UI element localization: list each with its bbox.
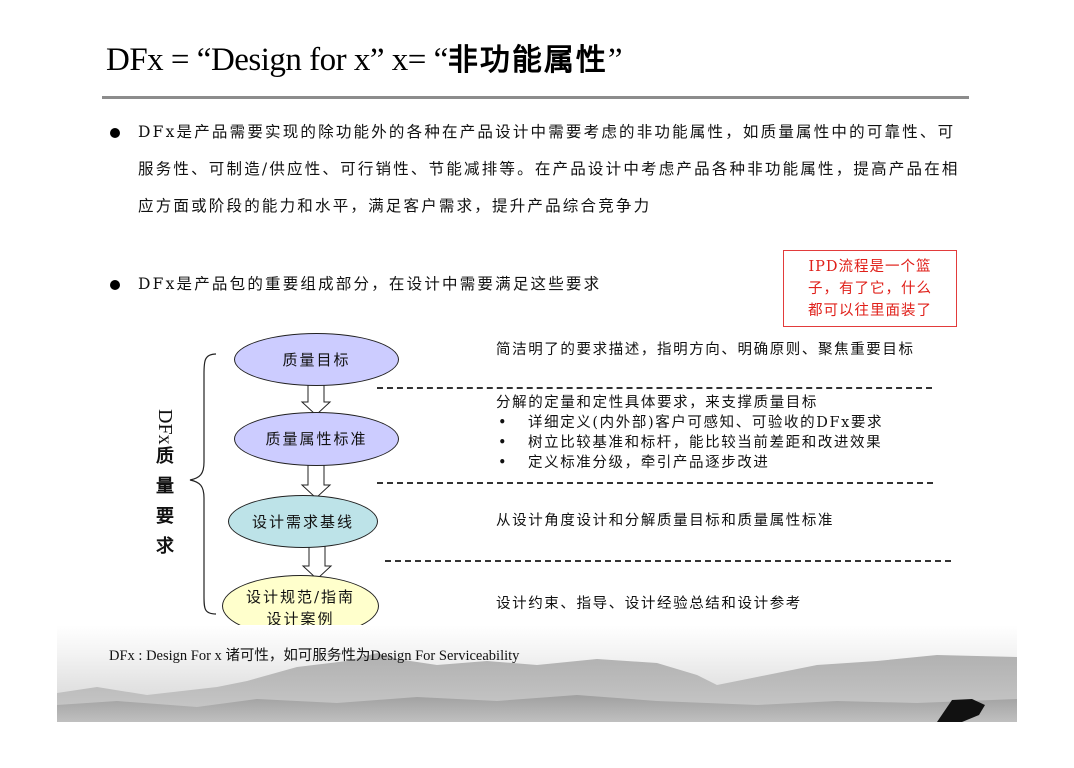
callout-note: IPD流程是一个篮 子，有了它，什么 都可以往里面装了 bbox=[783, 250, 957, 327]
description-list-item: 定义标准分级，牵引产品逐步改进 bbox=[496, 453, 946, 473]
description-design-baseline: 从设计角度设计和分解质量目标和质量属性标准 bbox=[496, 513, 835, 529]
description-text: 分解的定量和定性具体要求，来支撑质量目标 bbox=[496, 395, 818, 411]
node-quality-goal: 质量目标 bbox=[234, 333, 399, 386]
description-design-spec: 设计约束、指导、设计经验总结和设计参考 bbox=[496, 596, 802, 612]
footer-landscape-image bbox=[57, 625, 1017, 722]
dashed-divider bbox=[377, 482, 933, 484]
node-label: 质量目标 bbox=[282, 350, 351, 369]
node-label: 质量属性标准 bbox=[265, 430, 368, 448]
mountain-silhouette-icon bbox=[57, 653, 1017, 722]
node-label: 设计需求基线 bbox=[251, 512, 354, 531]
node-design-requirement-baseline: 设计需求基线 bbox=[228, 495, 378, 548]
side-label-char: 求 bbox=[156, 536, 174, 557]
side-label-char: 质 bbox=[156, 446, 174, 467]
dashed-divider bbox=[385, 560, 951, 562]
footer-note: DFx : Design For x 诸可性，如可服务性为Design For … bbox=[109, 648, 520, 664]
title-divider bbox=[102, 96, 969, 99]
title-suffix: ” bbox=[607, 42, 623, 78]
description-list: 详细定义(内外部)客户可感知、可验收的DFx要求 树立比较基准和标杆，能比较当前… bbox=[496, 413, 946, 473]
down-arrow-icon bbox=[300, 461, 332, 499]
side-label: DFx 质 量 要 求 bbox=[153, 400, 177, 562]
bullet-dot-icon bbox=[110, 280, 120, 290]
callout-line: 都可以往里面装了 bbox=[808, 303, 932, 319]
title-cn: 非功能属性 bbox=[447, 43, 608, 78]
description-list-item: 树立比较基准和标杆，能比较当前差距和改进效果 bbox=[496, 433, 946, 453]
slide-title: DFx = “Design for x” x= “非功能属性” bbox=[106, 38, 622, 83]
node-quality-attribute-standard: 质量属性标准 bbox=[234, 412, 399, 466]
node-label: 设计规范/指南 bbox=[245, 588, 356, 606]
description-quality-attribute-standard: 分解的定量和定性具体要求，来支撑质量目标 详细定义(内外部)客户可感知、可验收的… bbox=[496, 393, 946, 473]
callout-line: 子，有了它，什么 bbox=[808, 281, 932, 297]
callout-line: IPD流程是一个篮 bbox=[808, 259, 932, 275]
title-prefix: DFx = “Design for x” x= “ bbox=[106, 42, 448, 78]
dashed-divider bbox=[377, 387, 932, 389]
bullet-paragraph-1: DFx是产品需要实现的除功能外的各种在产品设计中需要考虑的非功能属性，如质量属性… bbox=[138, 123, 960, 215]
description-list-item: 详细定义(内外部)客户可感知、可验收的DFx要求 bbox=[496, 413, 946, 433]
bullet-dot-icon bbox=[110, 128, 120, 138]
description-quality-goal: 简洁明了的要求描述，指明方向、明确原则、聚焦重要目标 bbox=[496, 342, 915, 358]
node-label: 设计案例 bbox=[266, 610, 335, 628]
side-label-char: 量 bbox=[156, 476, 174, 497]
bullet-paragraph-2: DFx是产品包的重要组成部分，在设计中需要满足这些要求 bbox=[138, 275, 602, 293]
curly-brace-icon bbox=[189, 353, 217, 615]
side-label-char: 要 bbox=[156, 506, 174, 527]
